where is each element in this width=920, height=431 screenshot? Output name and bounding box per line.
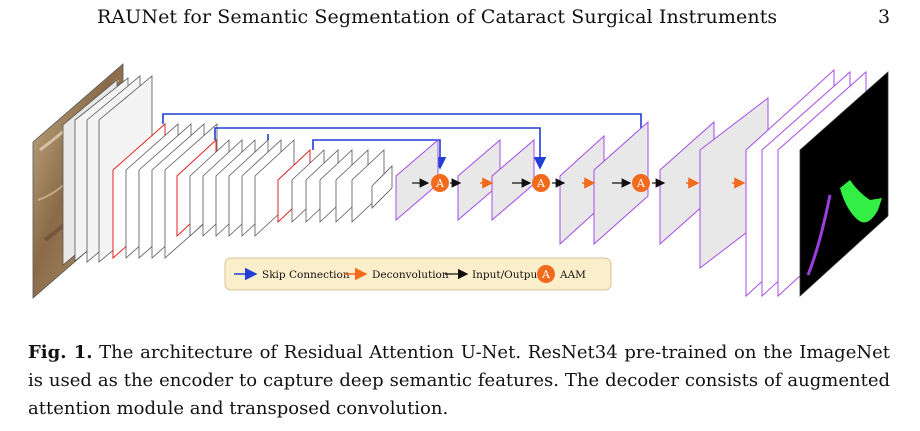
running-title: RAUNet for Semantic Segmentation of Cata… xyxy=(97,6,778,28)
legend-aam-icon xyxy=(537,265,555,283)
output-mask xyxy=(799,71,889,297)
svg-text:A: A xyxy=(435,177,445,190)
caption-text: The architecture of Residual Attention U… xyxy=(28,342,890,419)
svg-text:A: A xyxy=(636,177,646,190)
page-number: 3 xyxy=(878,6,891,28)
svg-text:A: A xyxy=(541,268,551,281)
page-header: RAUNet for Semantic Segmentation of Cata… xyxy=(0,0,920,40)
architecture-figure: A A A Skip Connection Deconvolution Inpu… xyxy=(0,40,920,320)
figure-caption: Fig. 1. The architecture of Residual Att… xyxy=(28,339,890,423)
legend-aam-label: AAM xyxy=(559,269,586,281)
aam-node-2: A xyxy=(532,174,550,192)
skip-connection-2 xyxy=(214,127,547,170)
caption-label: Fig. 1. xyxy=(28,342,93,363)
legend-skip-label: Skip Connection xyxy=(262,269,350,281)
svg-text:A: A xyxy=(536,177,546,190)
encoder-stage-4 xyxy=(277,148,393,224)
architecture-diagram: A A A Skip Connection Deconvolution Inpu… xyxy=(32,63,889,299)
aam-node-3: A xyxy=(632,174,650,192)
legend: Skip Connection Deconvolution Input/Outp… xyxy=(224,257,612,291)
skip-connection-3 xyxy=(312,139,447,170)
aam-node-1: A xyxy=(431,174,449,192)
legend-deconv-label: Deconvolution xyxy=(372,269,449,281)
legend-io-label: Input/Output xyxy=(472,269,542,281)
